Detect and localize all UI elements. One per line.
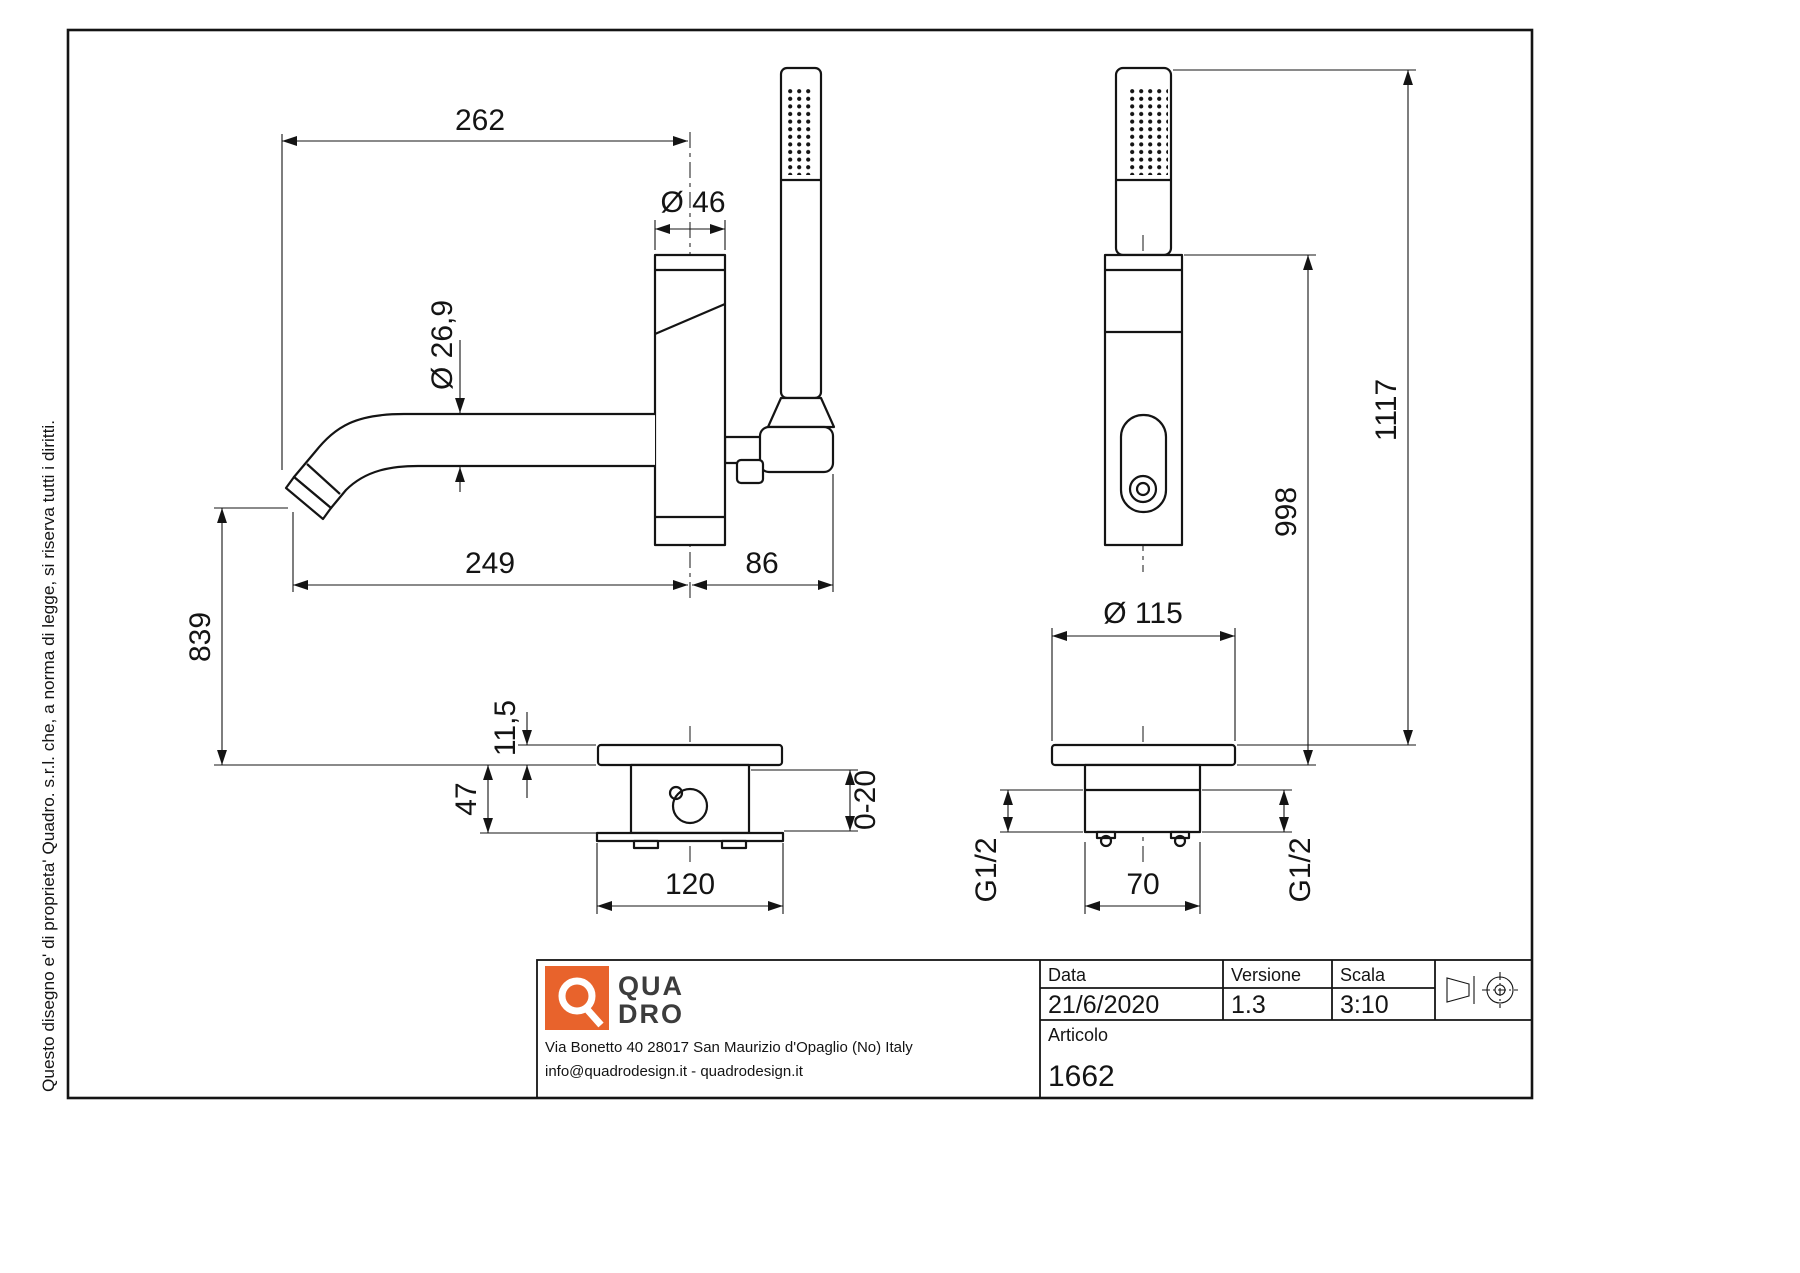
title-block: QUA DRO Via Bonetto 40 28017 San Maurizi… xyxy=(536,959,1533,1099)
company-contact: info@quadrodesign.it - quadrodesign.it xyxy=(545,1063,804,1080)
dim-spout-diameter: Ø 26,9 xyxy=(426,300,459,390)
version-value: 1.3 xyxy=(1231,991,1266,1019)
logo-q-ring xyxy=(558,977,596,1015)
side-spout xyxy=(292,412,655,510)
logo-word-top: QUA xyxy=(618,971,684,1001)
version-label: Versione xyxy=(1231,965,1301,985)
side-diverter-knob xyxy=(735,458,765,485)
front-mixer-body xyxy=(1103,253,1184,547)
dim-thread-left: G1/2 xyxy=(970,837,1003,902)
logo-word-bottom: DRO xyxy=(618,999,684,1029)
side-aerator-tip xyxy=(284,475,333,521)
front-inlet-right xyxy=(1173,834,1187,848)
dim-plate-thickness: 11,5 xyxy=(489,700,522,756)
copyright-notice: Questo disegno e' di proprieta' Quadro. … xyxy=(40,420,58,1092)
side-wall-plate xyxy=(596,743,784,767)
front-aerator-outer xyxy=(1128,474,1158,504)
front-handshower-spray-face xyxy=(1126,87,1168,175)
dim-thread-right: G1/2 xyxy=(1284,837,1317,902)
side-mixer-body xyxy=(653,253,727,547)
dim-top-width: 262 xyxy=(455,104,505,137)
side-valve-body xyxy=(629,763,751,835)
date-value: 21/6/2020 xyxy=(1048,991,1159,1019)
dim-total-height: 1117 xyxy=(1370,379,1403,441)
logo-q-tail xyxy=(582,1004,604,1028)
side-handle-joint-line xyxy=(654,302,726,336)
article-value: 1662 xyxy=(1048,1060,1115,1093)
dim-holder-offset: 86 xyxy=(745,547,778,580)
scale-value: 3:10 xyxy=(1340,991,1389,1019)
dim-flange-diameter: Ø 115 xyxy=(1103,597,1183,630)
dim-spout-reach: 249 xyxy=(465,547,515,580)
date-label: Data xyxy=(1048,965,1087,985)
front-valve-body xyxy=(1083,763,1202,834)
front-view-dimensions: 1117 998 Ø 115 70 G1/2 G1/2 xyxy=(970,69,1416,914)
front-view xyxy=(1050,66,1237,866)
side-aerator-joint-line xyxy=(306,463,341,495)
side-view xyxy=(284,66,836,864)
dim-body-width: 70 xyxy=(1126,868,1159,901)
quadro-logo: QUA DRO xyxy=(545,966,684,1030)
dim-body-diameter: Ø 46 xyxy=(660,186,725,219)
dim-upper-height: 998 xyxy=(1270,487,1303,537)
front-inlet-left xyxy=(1099,834,1113,848)
front-wall-flange xyxy=(1050,743,1237,767)
side-bracket-foot-right xyxy=(720,839,748,850)
side-handshower-spray-face xyxy=(786,87,814,175)
side-valve-port xyxy=(671,787,709,825)
drawing-frame xyxy=(66,28,1534,1100)
scale-label: Scala xyxy=(1340,965,1386,985)
front-spout-recess xyxy=(1119,413,1168,514)
dim-adjust-range: 0-20 xyxy=(849,770,882,830)
side-mounting-bracket xyxy=(595,831,785,843)
dim-plate-width: 120 xyxy=(665,868,715,901)
projection-symbol-icon xyxy=(1446,972,1518,1008)
side-valve-screw-hole xyxy=(668,785,684,801)
side-shower-holder xyxy=(758,425,835,474)
company-address: Via Bonetto 40 28017 San Maurizio d'Opag… xyxy=(545,1039,913,1056)
side-wand-cone xyxy=(766,396,836,429)
front-aerator-inner xyxy=(1135,481,1151,497)
side-bracket-foot-left xyxy=(632,839,660,850)
dim-height: 839 xyxy=(184,612,217,662)
side-view-dimensions: 262 Ø 46 Ø 26,9 249 86 839 11,5 47 xyxy=(184,104,882,914)
dim-body-depth: 47 xyxy=(450,782,483,815)
article-label: Articolo xyxy=(1048,1025,1108,1045)
